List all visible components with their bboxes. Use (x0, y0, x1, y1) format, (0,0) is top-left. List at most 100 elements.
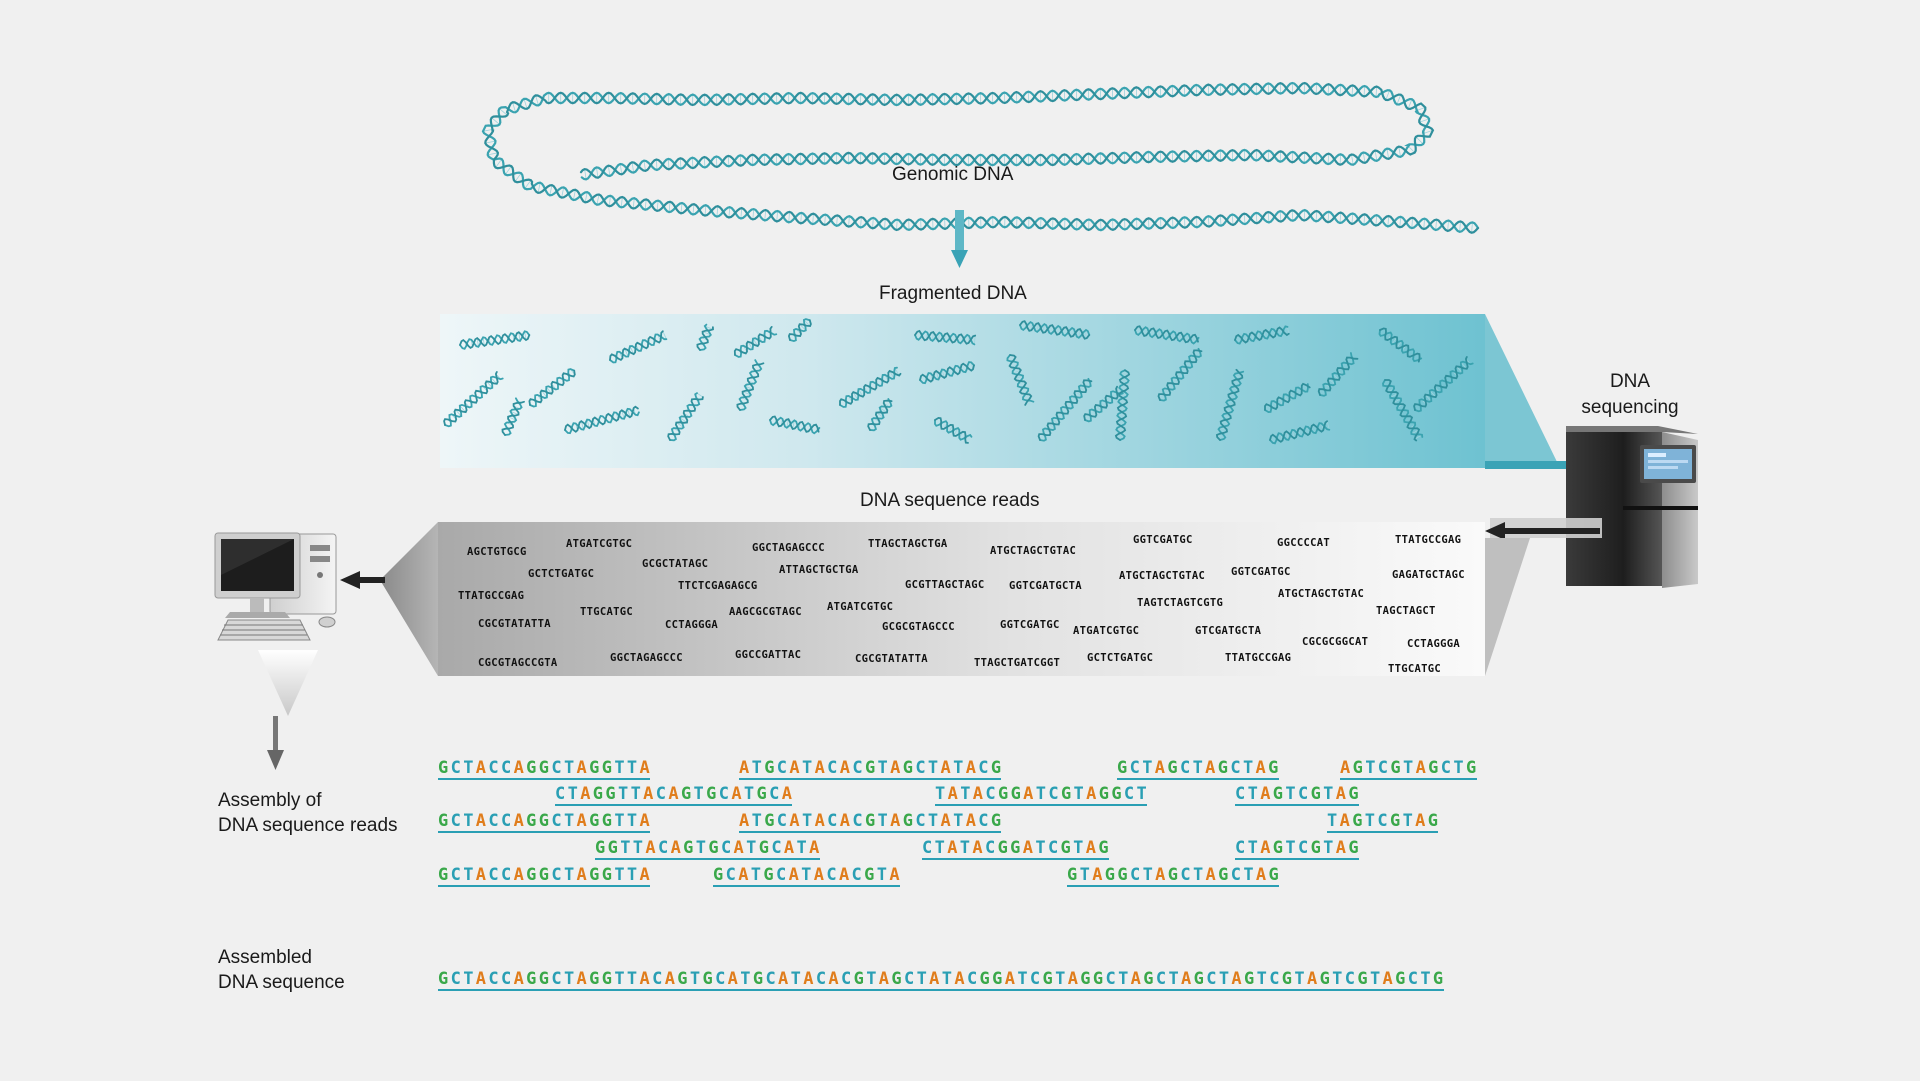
dna-rung (953, 427, 959, 436)
nucleotide: G (538, 811, 552, 831)
dna-backbone (1037, 379, 1093, 441)
nucleotide: A (929, 969, 942, 989)
dna-rung (739, 155, 742, 166)
dna-sequence-segment: CTATACGGATCGTAG (922, 838, 1111, 860)
dna-rung (580, 421, 584, 430)
nucleotide: C (551, 969, 564, 989)
dna-backbone (669, 392, 701, 442)
nucleotide: G (680, 784, 694, 804)
nucleotide: A (727, 969, 741, 989)
nucleotide: A (878, 969, 892, 989)
fragment-to-sequencer-funnel (1485, 314, 1560, 468)
nucleotide: C (915, 811, 928, 831)
dna-rung (1100, 400, 1107, 408)
nucleotide: A (645, 838, 658, 858)
nucleotide: A (513, 758, 527, 778)
dna-backbone (1083, 385, 1119, 421)
nucleotide: G (1268, 758, 1281, 778)
nucleotide: C (555, 784, 568, 804)
nucleotide: T (626, 758, 640, 778)
nucleotide: A (809, 838, 822, 858)
dna-rung (680, 202, 683, 214)
dna-rung (621, 410, 625, 419)
dna-rung (1375, 86, 1377, 98)
dna-rung (629, 345, 635, 355)
nucleotide: G (589, 969, 602, 989)
sequence-read: GCTCTGATGC (1087, 652, 1154, 664)
dna-rung (644, 199, 647, 210)
nucleotide: G (997, 784, 1011, 804)
sequence-reads-label: DNA sequence reads (860, 490, 1040, 511)
dna-rung (537, 182, 541, 194)
dna-rung (459, 405, 467, 413)
nucleotide: A (839, 758, 853, 778)
dna-rung (1120, 373, 1130, 375)
dna-rung (1278, 397, 1284, 406)
nucleotide: G (607, 838, 621, 858)
nucleotide: A (1231, 969, 1244, 989)
dna-rung (860, 217, 862, 228)
nucleotide: T (1365, 758, 1378, 778)
nucleotide: C (776, 811, 790, 831)
dna-backbone (1114, 369, 1131, 441)
nucleotide: A (639, 865, 653, 885)
nucleotide: G (1060, 784, 1074, 804)
dna-rung (1014, 375, 1024, 380)
nucleotide: G (1357, 969, 1370, 989)
dna-rung (1193, 350, 1202, 357)
dna-sequencing-label: DNA sequencing (1565, 369, 1695, 421)
nucleotide: T (1035, 838, 1048, 858)
nucleotide: T (1035, 784, 1049, 804)
nucleotide: T (1247, 838, 1261, 858)
nucleotide: T (751, 758, 765, 778)
nucleotide: G (526, 811, 539, 831)
dna-rung (656, 159, 658, 170)
dna-rung (691, 157, 694, 169)
nucleotide: T (626, 969, 640, 989)
sequence-backbone-line (1067, 885, 1280, 887)
dna-rung (1255, 150, 1258, 161)
nucleotide: C (720, 838, 734, 858)
nucleotide: C (715, 969, 728, 989)
nucleotide: A (475, 811, 489, 831)
nucleotide: T (563, 758, 577, 778)
sequencing-label-line1: DNA (1609, 371, 1651, 392)
dna-backbone (839, 369, 902, 406)
nucleotide: T (801, 758, 815, 778)
dna-rung (1219, 215, 1222, 226)
sequence-read: TAGTCTAGTCGTG (1137, 597, 1224, 609)
dna-rung (662, 331, 667, 340)
dna-rung (643, 160, 646, 171)
dna-backbone (1159, 347, 1202, 402)
sequence-backbone-line (438, 831, 651, 833)
dna-rung (524, 331, 527, 341)
nucleotide: A (1335, 784, 1349, 804)
dna-backbone (1269, 422, 1331, 445)
nucleotide: G (605, 784, 618, 804)
sequence-read: ATGCTAGCTGTAC (990, 545, 1077, 557)
dna-backbone (1382, 379, 1424, 438)
dna-backbone (1319, 352, 1355, 397)
sequencer-output-arrow (1485, 522, 1600, 540)
nucleotide: G (902, 758, 916, 778)
dna-rung (1435, 219, 1437, 230)
dna-backbone (1234, 325, 1289, 345)
dna-rung (524, 179, 532, 189)
dna-sequence-segment: AGTCGTAGCTG (1340, 758, 1479, 780)
nucleotide: G (601, 811, 615, 831)
dna-rung (1315, 153, 1318, 164)
dna-backbone (934, 416, 969, 444)
nucleotide: G (1310, 838, 1324, 858)
nucleotide: T (916, 969, 930, 989)
dna-rung (1303, 210, 1306, 221)
nucleotide: G (764, 758, 777, 778)
nucleotide: T (1323, 838, 1336, 858)
nucleotide: G (538, 969, 552, 989)
nucleotide: T (1243, 865, 1256, 885)
sequence-read: TTAGCTGATCGGT (974, 657, 1061, 669)
nucleotide: T (935, 784, 948, 804)
dna-backbone (459, 331, 531, 350)
nucleotide: C (500, 865, 514, 885)
nucleotide: A (576, 758, 590, 778)
dna-fragments (443, 318, 1474, 445)
